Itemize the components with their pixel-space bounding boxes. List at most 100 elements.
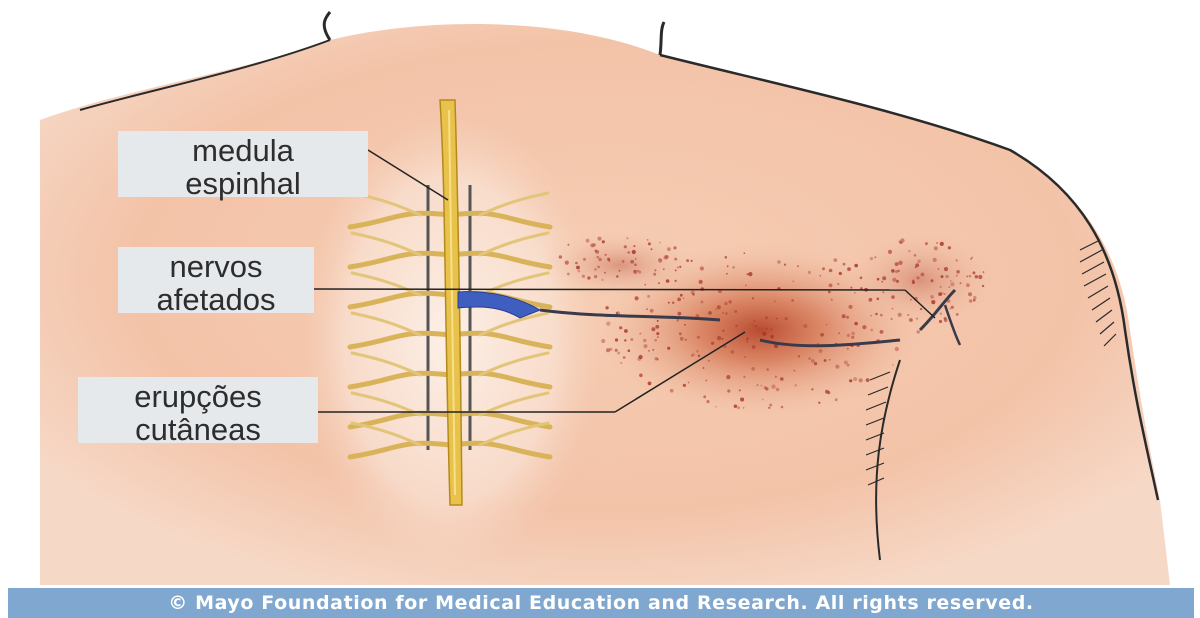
rash-dot [791,299,794,302]
rash-dot [752,345,756,349]
rash-dot [877,278,880,281]
rash-dot [966,283,970,287]
rash-dot [792,281,794,283]
leader-line-affected-nerves [314,289,905,290]
rash-dot [916,317,918,319]
rash-dot [751,367,755,371]
rash-dot [598,237,602,241]
rash-dot [686,259,689,262]
rash-dot [797,265,799,267]
rash-dot [745,285,747,287]
rash-dot [808,357,811,360]
rash-dot [652,349,654,351]
rash-dot [735,325,738,328]
rash-dot [956,275,958,277]
rash-dot [604,272,606,274]
rash-dot [622,260,625,263]
rash-dot [956,313,959,316]
rash-dot [609,348,612,351]
rash-dot [775,376,777,378]
rash-dot [708,311,712,315]
rash-dot [567,244,569,246]
rash-dot [966,276,968,278]
rash-dot [737,406,740,409]
rash-dot [769,404,772,407]
rash-dot [598,258,601,261]
rash-dot [739,389,741,391]
rash-dot [771,328,773,330]
rash-dot [939,320,942,323]
rash-dot [768,407,770,409]
rash-dot [578,270,581,273]
rash-dot [829,284,833,288]
rash-dot [565,261,569,265]
rash-dot [940,286,942,288]
rash-dot [907,314,909,316]
rash-dot [909,318,913,322]
rash-dot [700,266,704,270]
rash-dot [948,246,951,249]
rash-dot [837,283,839,285]
rash-dot [575,262,578,265]
rash-dot [559,255,562,258]
rash-dot [838,332,840,334]
rash-dot [586,239,590,243]
rash-dot [982,285,984,287]
rash-dot [968,292,972,296]
rash-dot [944,318,948,322]
rash-dot [643,339,646,342]
rash-dot [888,250,892,254]
label-spinal-cord-line-1: medula [126,134,360,167]
rash-dot [892,364,894,366]
rash-dot [725,256,728,259]
rash-dot [601,339,605,343]
rash-dot [637,357,641,361]
rash-dot [605,254,607,256]
rash-dot [770,335,774,339]
rash-dot [866,378,870,382]
rash-dot [658,282,660,284]
rash-dot [703,395,706,398]
rash-dot [814,362,817,365]
label-affected-nerves-line-2: afetados [126,283,306,316]
rash-dot [595,250,599,254]
rash-dot [849,305,853,309]
copyright-bar: © Mayo Foundation for Medical Education … [8,588,1194,618]
rash-dot [703,367,705,369]
rash-dot [605,306,608,309]
label-spinal-cord-line-2: espinhal [126,167,360,200]
rash-dot [829,359,831,361]
rash-dot [938,292,942,296]
rash-dot [960,282,962,284]
rash-dot [847,364,850,367]
rash-dot [628,349,631,352]
rash-dot [639,374,643,378]
rash-dot [659,242,661,244]
rash-dot [940,242,944,246]
rash-dot [757,384,759,386]
rash-dot [633,270,637,274]
rash-dot [722,338,724,340]
rash-dot [630,338,633,341]
rash-dot [854,292,856,294]
rash-dot [567,273,570,276]
rash-dot [975,275,978,278]
rash-dot [820,333,824,337]
rash-dot [663,268,665,270]
rash-dot [655,325,659,329]
rash-dot [978,275,982,279]
rash-dot [908,250,910,252]
rash-dot [576,266,580,270]
rash-dot [944,267,948,271]
rash-dot [920,308,922,310]
rash-dot [862,325,866,329]
rash-dot [688,382,690,384]
rash-dot [934,246,938,250]
rash-dot [912,280,914,282]
rash-dot [632,250,636,254]
rash-dot [724,302,727,305]
rash-dot [851,336,854,339]
rash-dot [766,368,769,371]
rash-dot [624,339,626,341]
rash-dot [651,248,653,250]
